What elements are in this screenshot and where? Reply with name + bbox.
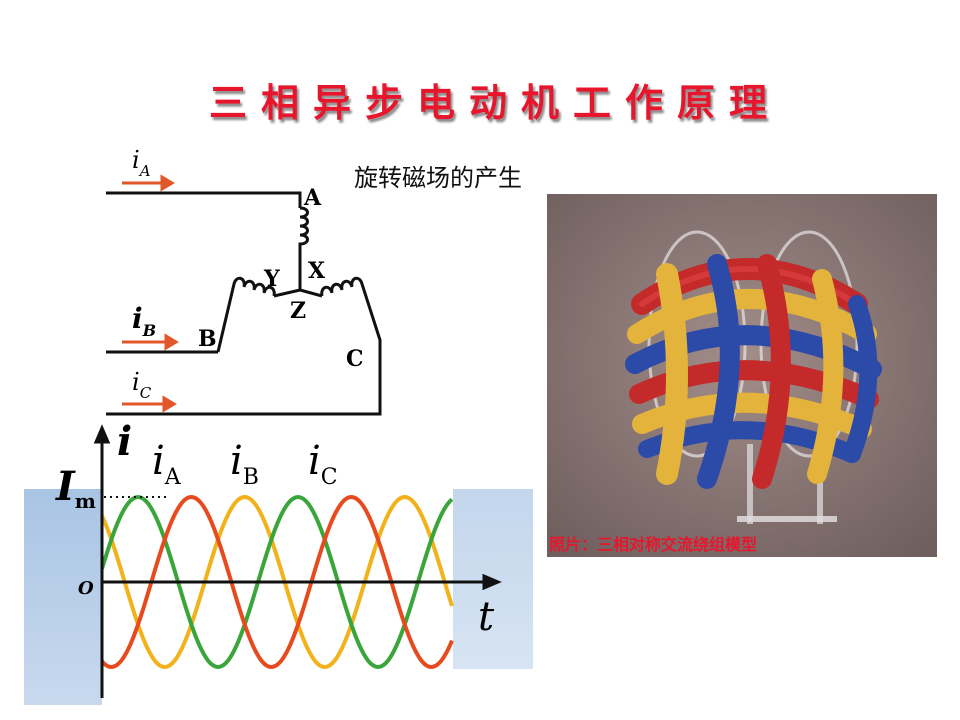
coil-a [298,206,309,290]
star-circuit [106,191,382,416]
label-ia: iA [132,146,151,180]
node-c: C [346,346,364,372]
current-arrows [122,174,179,413]
coil-c [106,276,382,416]
node-b: B [198,326,217,352]
curve-ic [100,494,454,670]
label-ib: iB [132,302,156,340]
left-panel [24,489,102,705]
im-label: Im [55,463,96,513]
curve-ib [100,494,454,670]
axis-i-label: i [117,418,132,465]
waveform-curves [100,494,454,670]
origin-label: O [78,578,94,599]
wire-z [299,288,323,298]
subtitle: 旋转磁场的产生 [354,164,522,192]
legend-ic: iC [308,438,338,490]
legend-ia: iA [152,438,182,490]
axes [93,424,502,698]
axis-t-label: t [478,594,495,640]
winding-model-photo [547,194,937,557]
node-x: X [308,258,326,284]
wire-a [106,191,302,208]
node-z: Z [290,298,306,324]
curve-ia [100,494,454,670]
page-title: 三相异步电动机工作原理 [208,81,781,125]
legend-ib: iB [230,438,259,490]
node-y: Y [263,266,280,292]
wire-y [273,288,301,298]
node-a: A [303,185,322,211]
label-ic: iC [132,368,152,402]
coil-b [216,276,276,353]
photo-caption: 照片：三相对称交流绕组模型 [549,535,758,554]
